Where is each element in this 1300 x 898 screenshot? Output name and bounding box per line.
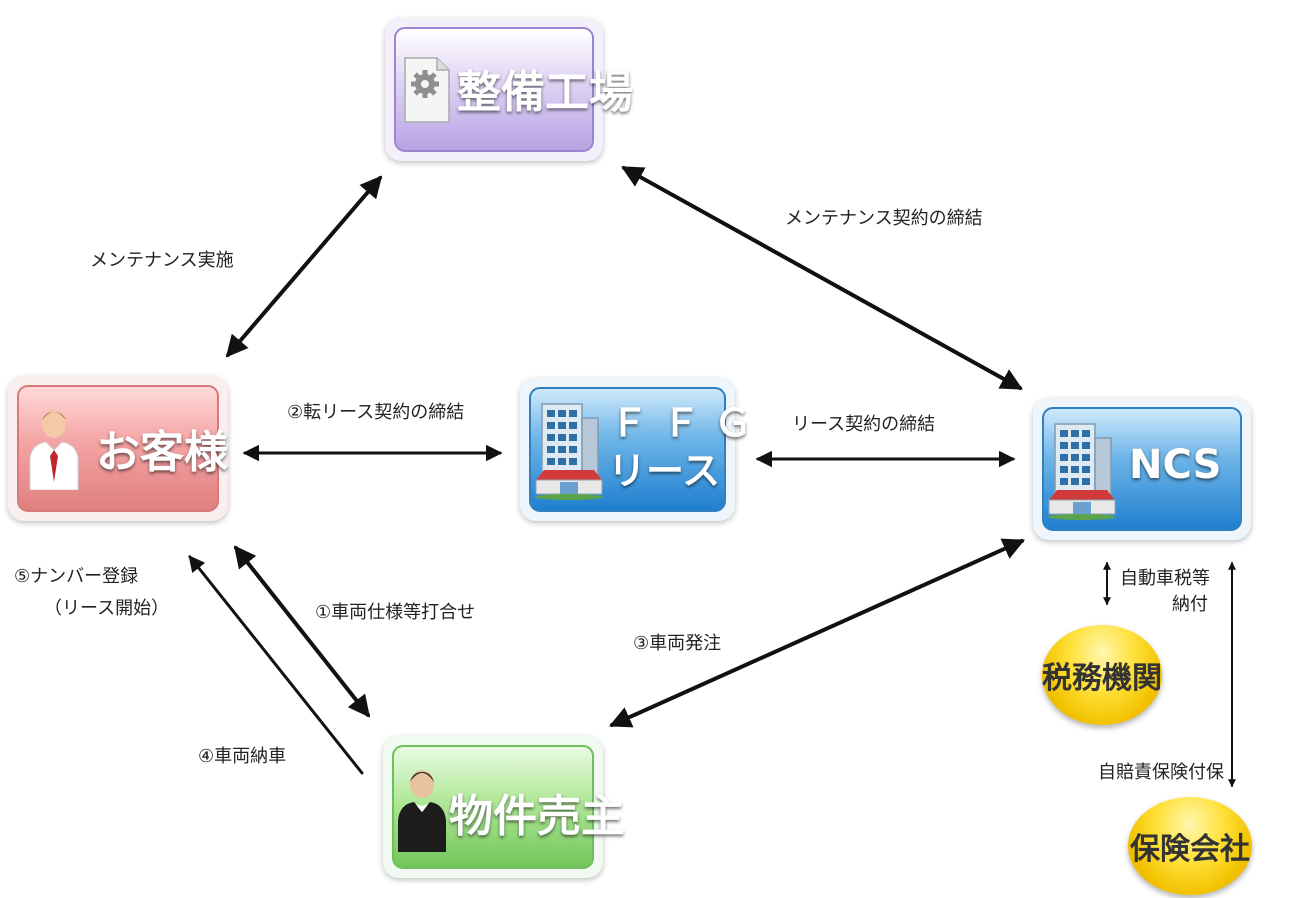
businessman-dark-suit-icon [398, 770, 446, 852]
label-registration-line2: （リース開始） [44, 598, 170, 619]
ffg-label-line1: ＦＦＧ [610, 401, 767, 445]
customer-node: お客様 [8, 376, 228, 521]
arrow-customer-seller-spec [233, 545, 371, 718]
ncs-node: NCS [1033, 398, 1251, 540]
arrow-seller-ncs-order [608, 538, 1026, 728]
businessman-icon [29, 410, 79, 490]
gear-document-icon [404, 57, 450, 123]
label-vehicle-order: ③車両発注 [633, 633, 722, 654]
customer-label: お客様 [96, 427, 228, 478]
insurance-company-node: 保険会社 [1128, 797, 1252, 895]
label-lease-contract: リース契約の締結 [792, 414, 936, 435]
label-vehicle-spec: ①車両仕様等打合せ [315, 602, 476, 623]
label-auto-tax-line2: 納付 [1172, 594, 1208, 615]
ffg-label-line2: リース [608, 449, 721, 493]
office-building-icon [1048, 423, 1116, 520]
label-auto-tax-line1: 自動車税等 [1120, 568, 1210, 589]
arrow-customer-factory [225, 175, 383, 358]
arrow-seller-customer-delivery [188, 555, 364, 775]
label-vehicle-delivery: ④車両納車 [198, 746, 287, 767]
office-building-icon [535, 403, 603, 500]
factory-node: 整備工場 [385, 18, 633, 161]
seller-label: 物件売主 [449, 791, 625, 842]
tax-office-node: 税務機関 [1042, 625, 1162, 725]
arrow-factory-ncs [621, 166, 1023, 390]
tax-office-label: 税務機関 [1042, 661, 1162, 696]
factory-label: 整備工場 [457, 67, 633, 118]
label-registration-line1: ⑤ナンバー登録 [14, 566, 139, 587]
label-liability-insurance: 自賠責保険付保 [1098, 762, 1224, 783]
ffg-lease-node: ＦＦＧ リース [520, 378, 752, 521]
label-sublease-contract: ②転リース契約の締結 [287, 402, 465, 423]
insurance-label: 保険会社 [1130, 832, 1250, 867]
ncs-label: NCS [1129, 442, 1222, 488]
seller-node: 物件売主 [383, 736, 625, 878]
factory-node-face [394, 27, 594, 152]
label-maintenance-contract: メンテナンス契約の締結 [785, 208, 983, 229]
label-maintenance-impl: メンテナンス実施 [90, 250, 234, 271]
